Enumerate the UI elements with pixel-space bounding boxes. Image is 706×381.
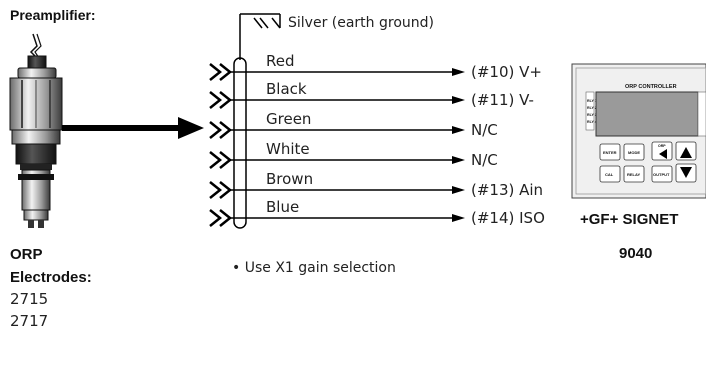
wire-color-label: Brown <box>266 170 313 188</box>
relay-button[interactable]: RELAY <box>623 165 645 183</box>
output-button[interactable]: OUTPUT <box>651 165 673 183</box>
electrodes-title-line1: ORP <box>10 246 43 263</box>
relay-label: RLY 4 <box>587 120 597 124</box>
arrow-icon <box>452 156 465 164</box>
ground-label: Silver (earth ground) <box>288 15 434 31</box>
wire-row-4: Brown (#13) Ain <box>209 170 543 199</box>
up-arrow-icon <box>680 147 692 158</box>
arrow-icon <box>452 68 465 76</box>
terminal-label: (#10) V+ <box>471 63 542 81</box>
earth-ground-symbol <box>239 13 281 60</box>
wire-color-label: Black <box>266 80 307 98</box>
wire-row-0: Red (#10) V+ <box>209 52 542 81</box>
svg-text:MODE: MODE <box>628 150 640 155</box>
terminal-label: (#14) ISO <box>471 209 545 227</box>
arrow-icon <box>452 214 465 222</box>
terminal-label: (#13) Ain <box>471 181 543 199</box>
relay-label: RLY 1 <box>587 99 597 103</box>
orp-electrode-illustration <box>9 33 63 228</box>
up-button[interactable] <box>675 141 697 161</box>
terminal-label: N/C <box>471 121 498 139</box>
wire-color-label: Blue <box>266 198 299 216</box>
instrument-model: 9040 <box>619 245 652 262</box>
preamplifier-label: Preamplifier: <box>10 7 96 23</box>
arrow-icon <box>452 126 465 134</box>
down-arrow-icon <box>680 167 692 178</box>
arrow-icon <box>452 186 465 194</box>
electrode-model: 2717 <box>10 312 48 330</box>
relay-label: RLY 3 <box>587 113 597 117</box>
wire-row-2: Green N/C <box>209 110 498 139</box>
connector-chevron-icon <box>209 151 233 169</box>
terminal-label: (#11) V- <box>471 91 534 109</box>
screen-title: ORP CONTROLLER <box>625 84 677 90</box>
connector-chevron-icon <box>209 181 233 199</box>
wire-row-5: Blue (#14) ISO <box>209 198 545 227</box>
down-button[interactable] <box>675 163 697 183</box>
wire-row-3: White N/C <box>209 140 498 169</box>
connector-chevron-icon <box>209 209 233 227</box>
gain-note: • Use X1 gain selection <box>232 260 396 276</box>
controller-front-panel: ORP CONTROLLER RLY 1 RLY 2 RLY 3 RLY 4 E… <box>571 63 706 199</box>
cable-arrow <box>62 117 204 139</box>
left-arrow-icon <box>659 149 667 159</box>
cable-jacket <box>233 57 247 229</box>
svg-text:RELAY: RELAY <box>627 172 641 177</box>
wire-color-label: Green <box>266 110 311 128</box>
electrode-model: 2715 <box>10 290 48 308</box>
relay-label: RLY 2 <box>587 106 597 110</box>
arrow-icon <box>452 96 465 104</box>
terminal-label: N/C <box>471 151 498 169</box>
electrodes-title-line2: Electrodes: <box>10 269 92 286</box>
wire-color-label: Red <box>266 52 295 70</box>
connector-chevron-icon <box>209 91 233 109</box>
wire-color-label: White <box>266 140 310 158</box>
svg-text:OUTPUT: OUTPUT <box>653 172 670 177</box>
lcd-display <box>595 91 699 137</box>
wire-row-1: Black (#11) V- <box>209 80 534 109</box>
connector-chevron-icon <box>209 121 233 139</box>
cal-button[interactable]: CAL <box>599 165 621 183</box>
enter-button[interactable]: ENTER <box>599 143 621 161</box>
svg-text:ENTER: ENTER <box>603 150 617 155</box>
svg-text:CAL: CAL <box>605 172 614 177</box>
svg-text:ORP: ORP <box>658 144 666 148</box>
orp-left-button[interactable]: ORP <box>651 141 673 161</box>
instrument-brand: +GF+ SIGNET <box>580 211 678 228</box>
connector-chevron-icon <box>209 63 233 81</box>
mode-button[interactable]: MODE <box>623 143 645 161</box>
